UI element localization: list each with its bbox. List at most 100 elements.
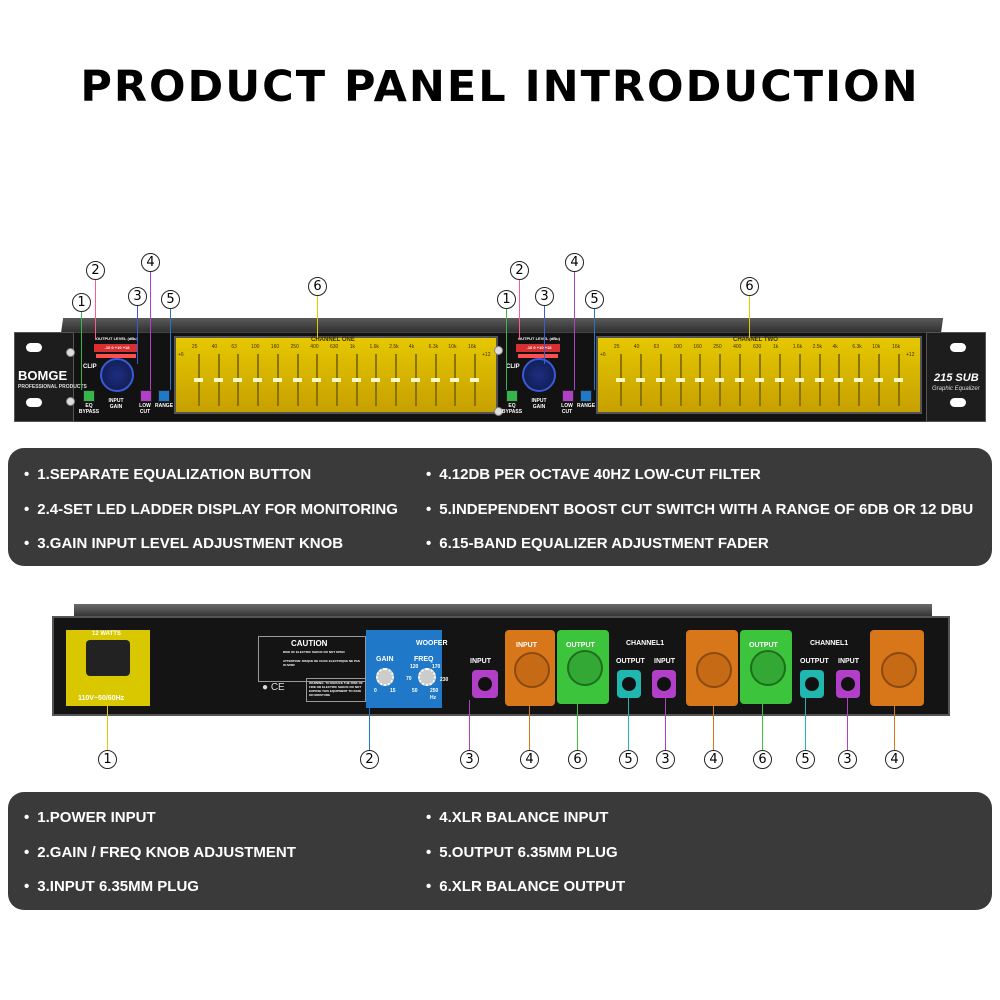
fader-frequency-label: 1.6k xyxy=(792,344,803,350)
warning-box: WARNING: TO REDUCE THE RISK OF FIRE OR E… xyxy=(306,678,366,702)
ch1-eq-bypass-button[interactable] xyxy=(83,390,95,402)
eq-fader-slider[interactable] xyxy=(351,378,361,382)
ch1-range-button[interactable] xyxy=(158,390,170,402)
fader-frequency-label: 63 xyxy=(653,344,660,350)
fader-scale-top: +6 xyxy=(178,352,184,358)
eq-fader-slider[interactable] xyxy=(410,378,420,382)
brand-tagline: PROFESSIONAL PRODUCTS xyxy=(18,384,87,390)
callout-lead xyxy=(150,270,151,390)
fader-frequency-label: 4k xyxy=(832,344,838,350)
output-label: OUTPUT xyxy=(800,658,829,665)
output-jack-a[interactable] xyxy=(617,670,641,698)
eq-fader-slider[interactable] xyxy=(332,378,341,382)
power-watts-label: 12 WATTS xyxy=(92,631,121,637)
callout-lead xyxy=(665,698,666,750)
eq-fader-slider[interactable] xyxy=(655,378,665,382)
rack-slot xyxy=(950,343,966,352)
eq-fader-slider[interactable] xyxy=(371,378,381,382)
eq-fader-slider[interactable] xyxy=(894,378,904,382)
eq-fader-slider[interactable] xyxy=(450,378,460,382)
eq-fader-slider[interactable] xyxy=(854,378,864,382)
eq-fader-slider[interactable] xyxy=(834,378,844,382)
woofer-input-jack[interactable] xyxy=(472,670,498,698)
callout-4: 4 xyxy=(141,253,160,272)
eq-fader-slider[interactable] xyxy=(774,378,784,382)
ch2-level-marks: -10 0 +10 +18 xyxy=(526,345,552,350)
fader-frequency-label: 1k xyxy=(349,344,355,350)
eq-fader-slider[interactable] xyxy=(253,378,263,382)
fader-frequency-label: 6.3k xyxy=(428,344,439,350)
callout-3: 3 xyxy=(656,750,675,769)
eq-fader-slider[interactable] xyxy=(675,378,685,382)
xlr-input-b[interactable] xyxy=(870,630,924,706)
woofer-label: WOOFER xyxy=(416,640,448,647)
rack-slot xyxy=(26,343,42,352)
rear-features-panel: •1.POWER INPUT •2.GAIN / FREQ KNOB ADJUS… xyxy=(8,792,992,910)
fader-frequency-label: 25 xyxy=(613,344,620,350)
callout-lead xyxy=(847,698,848,750)
callout-2: 2 xyxy=(510,261,529,280)
eq-fader-slider[interactable] xyxy=(430,378,440,382)
input-jack-b[interactable] xyxy=(836,670,860,698)
eq-fader-slider[interactable] xyxy=(312,378,322,382)
eq-fader-slider[interactable] xyxy=(233,378,243,382)
eq-fader-slider[interactable] xyxy=(615,378,625,382)
callout-lead xyxy=(506,308,507,390)
eq-fader-slider[interactable] xyxy=(755,378,764,382)
input-jack-a[interactable] xyxy=(652,670,676,698)
eq-fader-slider[interactable] xyxy=(735,378,745,382)
eq-fader-slider[interactable] xyxy=(635,378,645,382)
callout-4: 4 xyxy=(565,253,584,272)
fader-frequency-label: 250 xyxy=(290,344,299,350)
eq-fader-slider[interactable] xyxy=(695,378,705,382)
ch2-channel-label: CHANNEL TWO xyxy=(733,337,778,343)
eq-fader-slider[interactable] xyxy=(272,378,282,382)
woofer-xlr-input[interactable] xyxy=(505,630,555,706)
rear-faceplate xyxy=(52,616,950,716)
eq-fader-slider[interactable] xyxy=(391,378,401,382)
xlr-output-b[interactable] xyxy=(740,630,792,704)
ch2-eq-bypass-button[interactable] xyxy=(506,390,518,402)
callout-2: 2 xyxy=(86,261,105,280)
eq-fader-slider[interactable] xyxy=(193,378,203,382)
panel-screw xyxy=(494,346,503,355)
eq-fader-slider[interactable] xyxy=(470,378,480,382)
ch2-input-gain-knob[interactable] xyxy=(522,358,556,392)
eq-fader-slider[interactable] xyxy=(292,378,302,382)
output-jack-b[interactable] xyxy=(800,670,824,698)
callout-lead xyxy=(170,308,171,390)
freq-mark: 50 xyxy=(412,688,418,694)
ch2-input-gain-label: INPUT GAIN xyxy=(531,398,547,410)
ch2-range-button[interactable] xyxy=(580,390,592,402)
ch2-output-level-label: OUTPUT LEVEL (dBu) xyxy=(518,336,560,341)
eq-fader-slider[interactable] xyxy=(213,378,223,382)
fader-frequency-label: 400 xyxy=(733,344,742,350)
fader-frequency-label: 10k xyxy=(872,344,881,350)
ch2-range-label: RANGE xyxy=(576,403,596,409)
fader-frequency-label: 630 xyxy=(753,344,762,350)
eq-fader-slider[interactable] xyxy=(874,378,884,382)
input-label: INPUT xyxy=(654,658,675,665)
warning-line: WARNING: TO REDUCE THE RISK OF FIRE OR E… xyxy=(309,681,363,697)
ch2-low-cut-label: LOW CUT xyxy=(561,403,573,415)
xlr-input-a[interactable] xyxy=(686,630,738,706)
callout-1: 1 xyxy=(72,293,91,312)
fader-frequency-label: 100 xyxy=(251,344,260,350)
iec-power-socket[interactable] xyxy=(86,640,130,676)
woofer-gain-knob[interactable] xyxy=(376,668,394,686)
input-label: INPUT xyxy=(838,658,859,665)
woofer-freq-knob[interactable] xyxy=(418,668,436,686)
callout-lead xyxy=(574,270,575,390)
callout-lead xyxy=(369,708,370,750)
fader-scale-top: +6 xyxy=(600,352,606,358)
eq-fader-slider[interactable] xyxy=(715,378,725,382)
ch1-low-cut-button[interactable] xyxy=(140,390,152,402)
eq-fader-slider[interactable] xyxy=(794,378,804,382)
xlr-output-a[interactable] xyxy=(557,630,609,704)
ch1-input-gain-knob[interactable] xyxy=(100,358,134,392)
freq-mark: 230 xyxy=(440,677,449,683)
rear-feature-4: •4.XLR BALANCE INPUT xyxy=(426,809,609,826)
ch2-low-cut-button[interactable] xyxy=(562,390,574,402)
eq-fader-slider[interactable] xyxy=(814,378,824,382)
